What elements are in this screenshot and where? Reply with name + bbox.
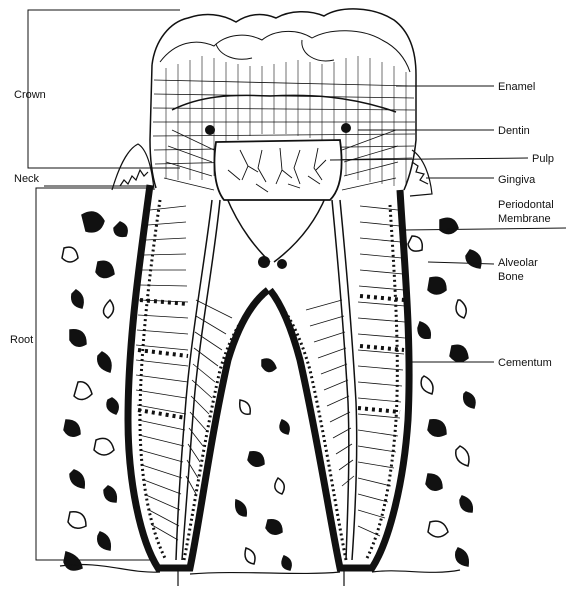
alveolar-bone-texture (62, 212, 481, 570)
crown-bracket: Crown (14, 10, 180, 168)
label-gingiva: Gingiva (498, 174, 536, 186)
label-enamel: Enamel (498, 81, 535, 93)
label-alveolar-line2: Bone (498, 271, 524, 283)
label-cementum: Cementum (498, 357, 552, 369)
label-periodontal-line1: Periodontal (498, 199, 554, 211)
label-pulp: Pulp (532, 153, 554, 165)
root-dentin-hatching (136, 206, 405, 540)
label-alveolar-line1: Alveolar (498, 257, 538, 269)
root-outline (128, 185, 409, 568)
label-crown: Crown (14, 89, 46, 101)
label-neck: Neck (14, 173, 40, 185)
label-dentin: Dentin (498, 125, 530, 137)
label-root: Root (10, 334, 33, 346)
root-granular-bands (138, 296, 404, 418)
label-periodontal-line2: Membrane (498, 213, 551, 225)
bottom-bone-edge (60, 564, 460, 586)
pulp-chamber (214, 140, 341, 200)
